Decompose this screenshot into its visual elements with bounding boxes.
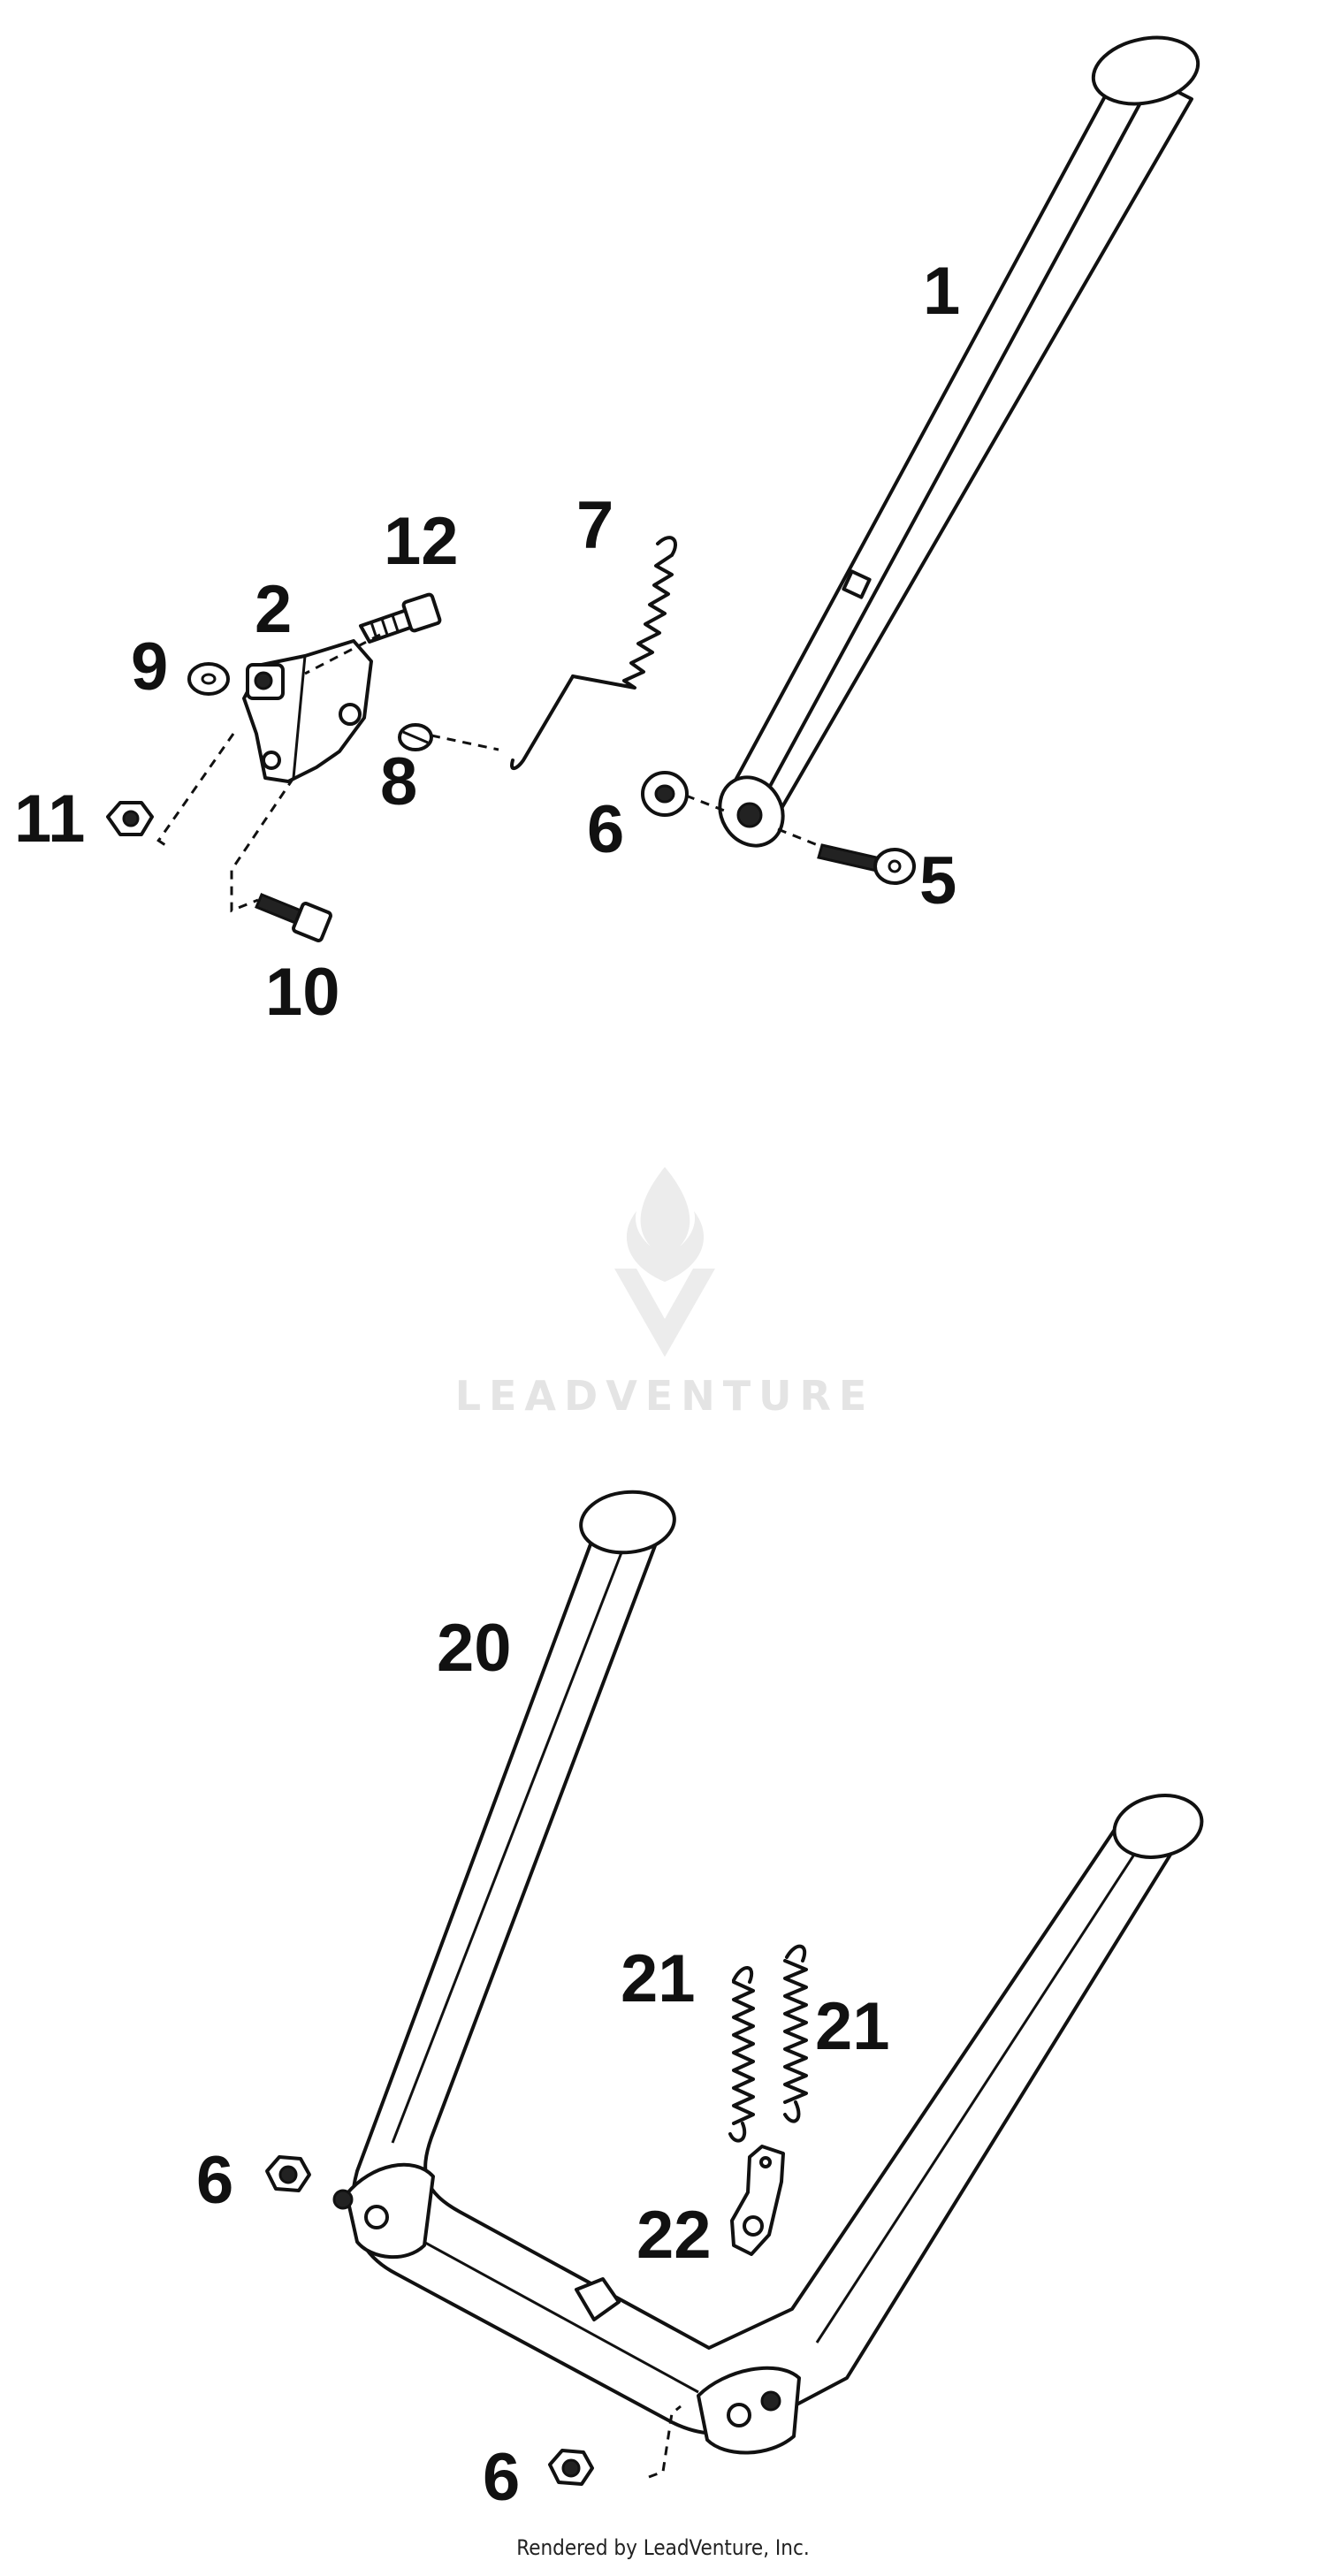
callout-9: 9 (131, 629, 168, 705)
part-6-nut-middle[interactable] (265, 2155, 311, 2192)
part-21-spring-right[interactable] (783, 1944, 808, 2123)
part-8-bushing[interactable] (398, 723, 433, 751)
callout-6-top: 6 (587, 792, 624, 867)
callout-22: 22 (636, 2198, 712, 2273)
callout-6-middle: 6 (196, 2143, 233, 2218)
part-11-nut[interactable] (106, 801, 154, 836)
callout-7: 7 (576, 488, 613, 563)
part-7-spring[interactable] (510, 536, 677, 770)
callout-21-right: 21 (815, 1989, 890, 2064)
part-6-nut-bottom[interactable] (548, 2449, 594, 2486)
part-21-spring-left[interactable] (728, 1966, 755, 2143)
part-22-spring-bracket[interactable] (730, 2145, 785, 2256)
watermark-text: LEADVENTURE (455, 1372, 875, 1420)
callout-labels: 1 12 7 2 9 8 11 6 5 10 20 21 21 6 22 6 (14, 254, 960, 2515)
assembly-lines-bottom (648, 2405, 682, 2479)
callout-2: 2 (255, 572, 292, 647)
assembly-lines-top (156, 633, 823, 913)
part-12-bolt[interactable] (359, 592, 442, 644)
callout-5: 5 (919, 843, 956, 918)
flame-logo-icon (626, 1167, 705, 1282)
part-1-side-stand[interactable] (708, 28, 1205, 857)
part-6-nut-top[interactable] (641, 771, 689, 817)
callout-10: 10 (265, 955, 340, 1030)
footer-credit: Rendered by LeadVenture, Inc. (516, 2535, 810, 2560)
callout-20: 20 (437, 1611, 512, 1686)
callout-11: 11 (14, 781, 85, 857)
callout-12: 12 (384, 504, 459, 579)
leadventure-watermark: LEADVENTURE (455, 1167, 875, 1420)
v-logo-icon (614, 1269, 715, 1357)
part-10-bolt[interactable] (255, 893, 332, 942)
callout-21-left: 21 (621, 1941, 696, 2016)
callout-1: 1 (923, 254, 960, 329)
part-2-bracket[interactable] (242, 639, 373, 783)
callout-6-bottom: 6 (483, 2440, 520, 2515)
callout-8: 8 (380, 744, 417, 819)
part-9-washer[interactable] (187, 662, 230, 696)
part-5-bolt[interactable] (817, 843, 916, 885)
part-20-center-stand[interactable] (332, 1488, 1208, 2455)
